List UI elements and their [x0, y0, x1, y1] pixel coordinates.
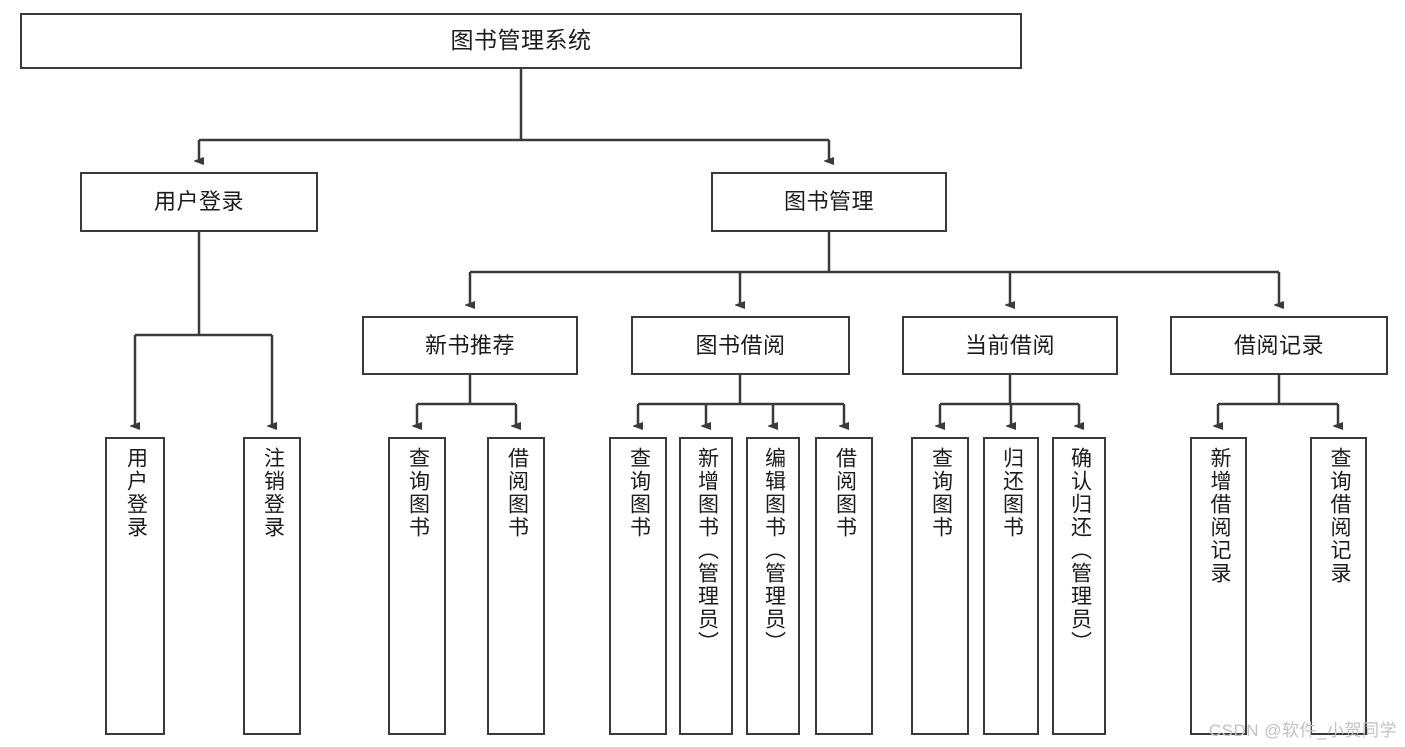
node-new-book-recommend[interactable]: 新书推荐: [362, 316, 578, 375]
node-user-login[interactable]: 用户登录: [80, 172, 318, 232]
node-root[interactable]: 图书管理系统: [20, 13, 1022, 69]
node-label: 借阅记录: [1233, 332, 1324, 358]
node-label: 查询图书: [406, 447, 430, 539]
leaf-borrow-book-recommend[interactable]: 借阅图书: [487, 437, 545, 735]
leaf-return-book[interactable]: 归还图书: [983, 437, 1039, 735]
node-label: 确认归还（管理员）: [1068, 447, 1092, 654]
node-label: 新增借阅记录: [1207, 447, 1231, 585]
leaf-user-login[interactable]: 用户登录: [105, 437, 165, 735]
leaf-edit-book-admin[interactable]: 编辑图书（管理员）: [746, 437, 800, 735]
node-book-management[interactable]: 图书管理: [711, 172, 947, 232]
node-label: 图书管理: [783, 189, 874, 215]
node-label: 图书借阅: [695, 332, 786, 358]
leaf-query-book-current[interactable]: 查询图书: [911, 437, 969, 735]
node-label: 编辑图书（管理员）: [762, 447, 786, 654]
node-label: 用户登录: [153, 189, 244, 215]
node-label: 注销登录: [261, 447, 285, 539]
node-book-borrow[interactable]: 图书借阅: [631, 316, 850, 375]
node-label: 新书推荐: [424, 332, 515, 358]
node-label: 借阅图书: [505, 447, 529, 539]
leaf-borrow-book[interactable]: 借阅图书: [815, 437, 873, 735]
leaf-add-book-admin[interactable]: 新增图书（管理员）: [679, 437, 733, 735]
node-label: 新增图书（管理员）: [695, 447, 719, 654]
node-borrow-record[interactable]: 借阅记录: [1170, 316, 1388, 375]
leaf-query-book-recommend[interactable]: 查询图书: [388, 437, 446, 735]
node-label: 归还图书: [1000, 447, 1024, 539]
leaf-query-borrow-record[interactable]: 查询借阅记录: [1310, 437, 1367, 735]
watermark: CSDN @软件_小贺同学: [1208, 721, 1397, 740]
node-label: 查询借阅记录: [1327, 447, 1351, 585]
node-current-borrow[interactable]: 当前借阅: [902, 316, 1118, 375]
leaf-logout[interactable]: 注销登录: [243, 437, 301, 735]
node-label: 查询图书: [627, 447, 651, 539]
leaf-confirm-return-admin[interactable]: 确认归还（管理员）: [1052, 437, 1106, 735]
leaf-query-book[interactable]: 查询图书: [609, 437, 667, 735]
node-label: 当前借阅: [964, 332, 1055, 358]
leaf-add-borrow-record[interactable]: 新增借阅记录: [1190, 437, 1247, 735]
node-label: 借阅图书: [833, 447, 857, 539]
node-label: 查询图书: [929, 447, 953, 539]
node-label: 用户登录: [124, 447, 148, 539]
node-label: 图书管理系统: [450, 27, 592, 54]
